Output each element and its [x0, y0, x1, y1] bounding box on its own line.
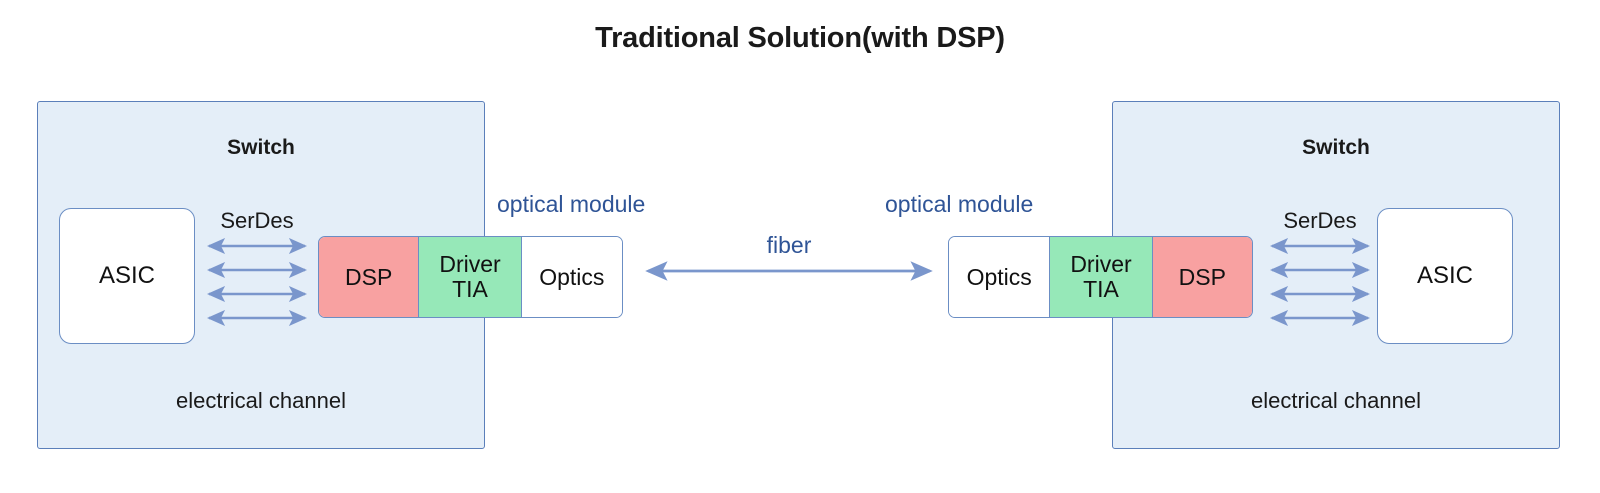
optical-module-right: Optics Driver TIA DSP [948, 236, 1253, 318]
fiber-arrow [638, 258, 940, 284]
electrical-channel-label-left: electrical channel [176, 388, 346, 413]
serdes-group-left: SerDes [201, 208, 313, 327]
driver-line1-right: Driver [1070, 251, 1132, 278]
module-cell-dsp-left: DSP [319, 237, 419, 317]
module-cell-optics-left: Optics [521, 237, 622, 317]
optical-module-caption-right: optical module [885, 191, 1034, 217]
serdes-label-left: SerDes [220, 208, 294, 233]
switch-label-left: Switch [227, 136, 295, 159]
electrical-channel-label-right: electrical channel [1251, 388, 1421, 413]
module-cell-driver-tia-right: Driver TIA [1049, 237, 1153, 317]
optical-module-caption-left: optical module [497, 191, 646, 217]
page-title: Traditional Solution(with DSP) [595, 22, 1005, 54]
module-cell-driver-tia-left: Driver TIA [418, 237, 522, 317]
module-cell-dsp-right: DSP [1152, 237, 1252, 317]
driver-line2-left: TIA [452, 276, 488, 302]
fiber-label: fiber [766, 232, 812, 258]
serdes-label-right: SerDes [1283, 208, 1357, 233]
asic-box-right: ASIC [1377, 208, 1513, 344]
driver-line1-left: Driver [439, 251, 501, 278]
driver-line2-right: TIA [1083, 276, 1119, 302]
serdes-group-right: SerDes [1264, 208, 1376, 327]
asic-label-right: ASIC [1416, 262, 1473, 289]
serdes-arrows-right [1264, 237, 1376, 327]
optical-module-left: DSP Driver TIA Optics [318, 236, 623, 318]
asic-label-left: ASIC [98, 262, 155, 289]
module-cell-optics-right: Optics [949, 237, 1050, 317]
serdes-arrows-left [201, 237, 313, 327]
switch-label-right: Switch [1302, 136, 1370, 159]
asic-box-left: ASIC [59, 208, 195, 344]
